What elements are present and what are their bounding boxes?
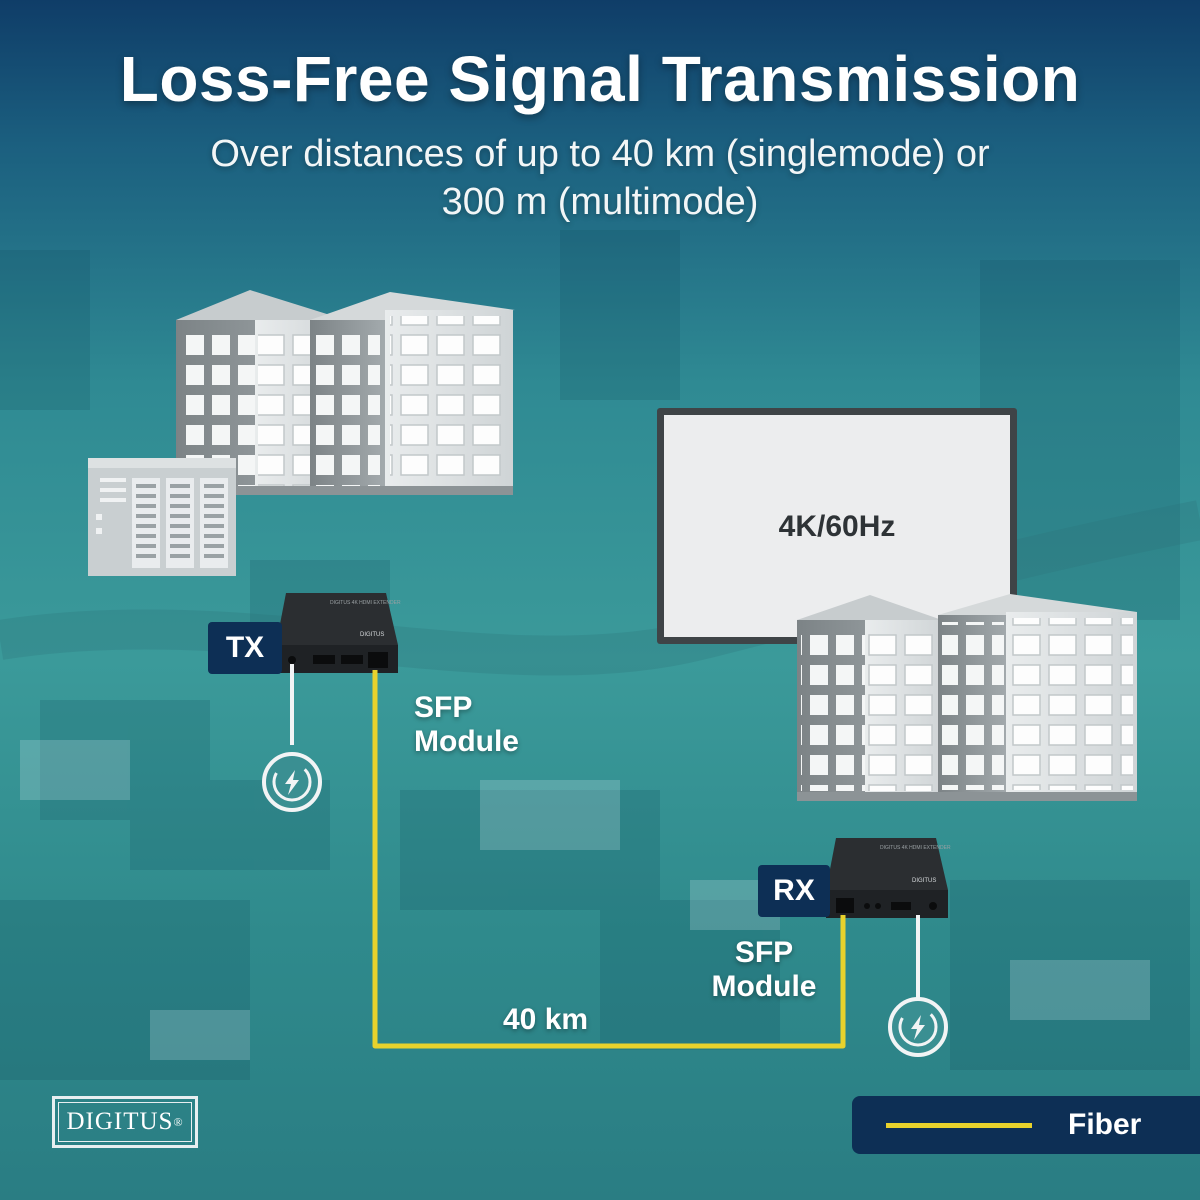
legend: Fiber [852, 1096, 1200, 1154]
distance-label: 40 km [503, 1003, 589, 1036]
subtitle-line-2: 300 m (multimode) [441, 181, 759, 223]
svg-text:DIGITUS: DIGITUS [360, 632, 384, 638]
rx-tag: RX [758, 865, 830, 917]
legend-fiber-swatch [886, 1123, 1032, 1128]
digitus-logo: DIGITUS® [52, 1096, 198, 1148]
fiber-cable [372, 670, 846, 1049]
display-resolution-label: 4K/60Hz [779, 510, 896, 543]
subtitle-line-1: Over distances of up to 40 km (singlemod… [210, 133, 990, 175]
tx-extender-device: DIGITUS 4K HDMI EXTENDER DIGITUS [276, 593, 401, 673]
tx-annex-building [88, 458, 236, 576]
svg-text:DIGITUS 4K HDMI EXTENDER: DIGITUS 4K HDMI EXTENDER [330, 600, 401, 606]
tx-sfp-label: SFP Module [414, 691, 519, 758]
svg-text:DIGITUS 4K HDMI EXTENDER: DIGITUS 4K HDMI EXTENDER [880, 845, 951, 851]
display-screen: 4K/60Hz [657, 408, 1017, 644]
rx-sfp-label: SFP Module [711, 936, 817, 1003]
tx-building [176, 290, 515, 495]
page-subtitle: Over distances of up to 40 km (singlemod… [100, 130, 1100, 226]
power-icon [262, 752, 322, 812]
power-icon [888, 997, 948, 1057]
rx-building [797, 594, 1137, 801]
legend-fiber-label: Fiber [1068, 1108, 1142, 1141]
rx-extender-device: DIGITUS 4K HDMI EXTENDER DIGITUS [826, 838, 951, 918]
tx-tag: TX [208, 622, 282, 674]
page-title: Loss-Free Signal Transmission [119, 43, 1081, 115]
svg-text:DIGITUS: DIGITUS [912, 878, 936, 884]
